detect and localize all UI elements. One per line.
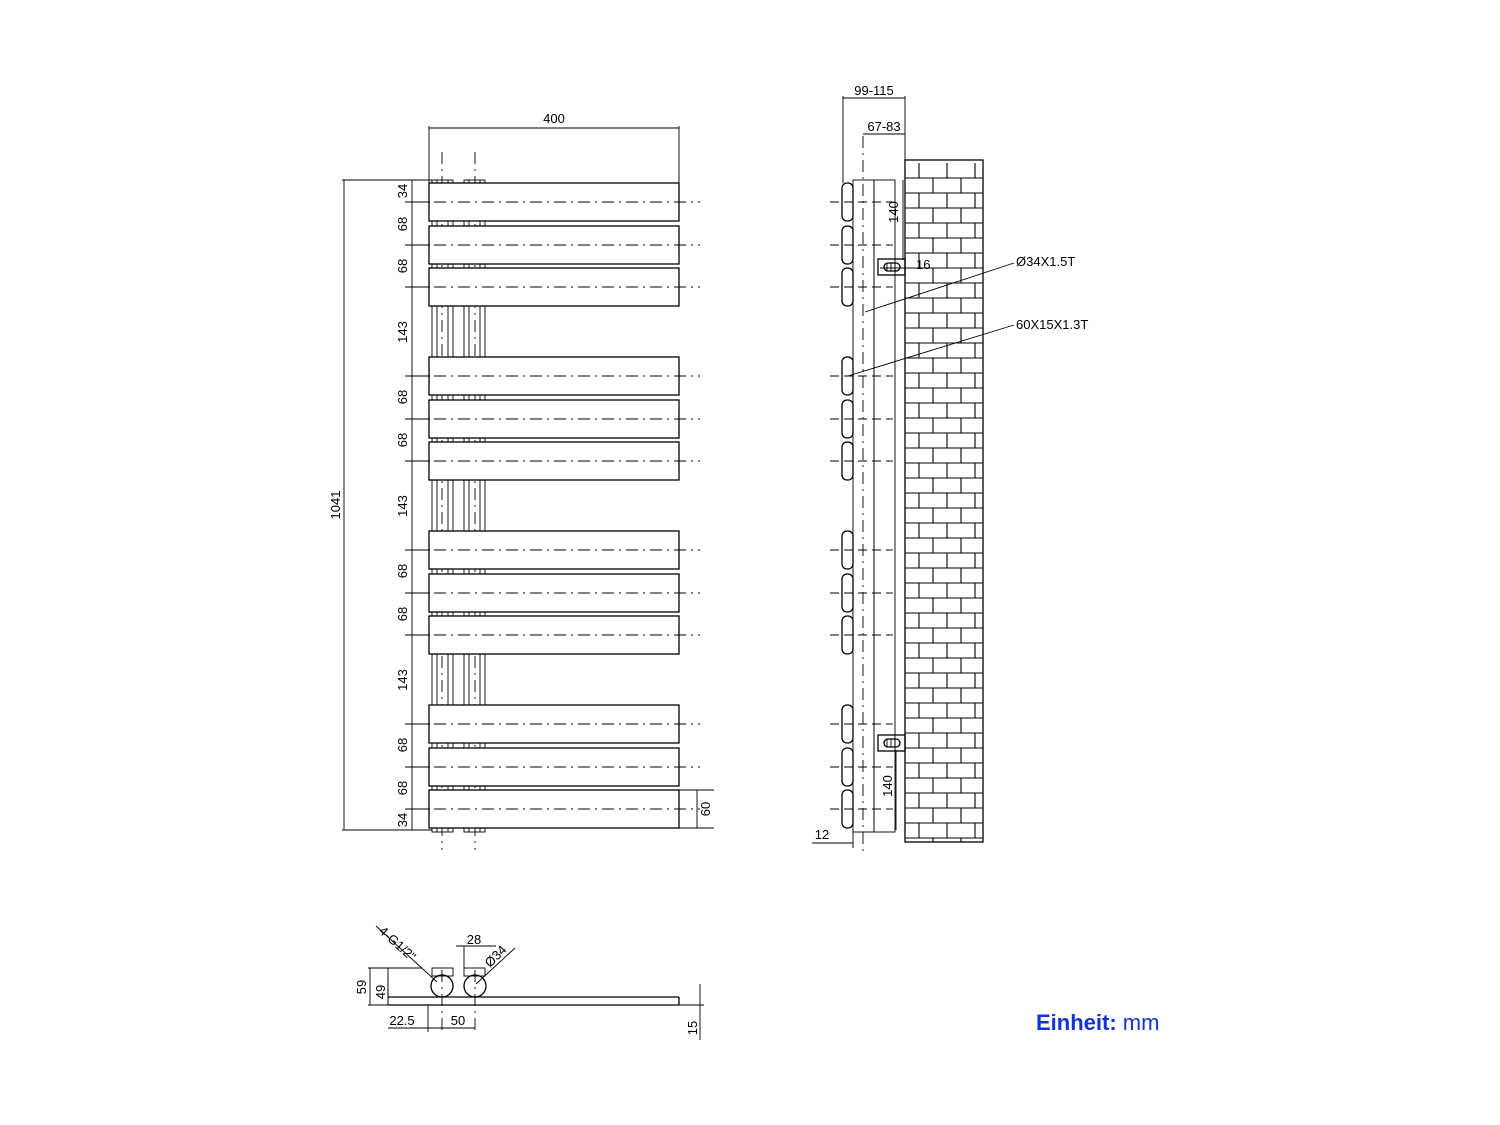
dim-spacing-bar: 68 [395,738,410,752]
dim-spacing-bar: 68 [395,390,410,404]
dim-spacing-gap: 143 [395,669,410,691]
brick-wall [904,159,984,843]
dim-top-28: 28 [467,932,481,947]
dim-depth-wall: 67-83 [867,119,900,134]
dim-spacing-bar: 68 [395,607,410,621]
width-dimension: 400 [428,111,680,183]
spacing-dimensions: 34 68 68 143 68 68 143 68 68 143 68 68 3… [395,179,430,831]
dim-width: 400 [543,111,565,126]
wall-bracket-top [877,258,906,276]
dim-top-15: 15 [685,1021,700,1035]
dim-top-49: 49 [373,985,388,999]
bracket-dimensions: 140 140 16 12 [812,180,930,848]
side-pipe [852,179,875,833]
bar-spec-label: 60X15X1.3T [1016,317,1088,332]
side-bracket-plate [873,179,896,833]
dim-spacing-end-bottom: 34 [395,813,410,827]
bar-height-dimension: 60 [679,789,714,829]
dim-spacing-gap: 143 [395,495,410,517]
depth-dimensions: 99-115 67-83 [842,83,906,183]
dim-bracket-offset: 16 [916,257,930,272]
dim-spacing-gap: 143 [395,321,410,343]
front-view: 400 1041 34 68 68 [328,111,714,850]
unit-label: Einheit: mm [1036,1010,1159,1036]
side-centre-lines [830,201,893,810]
dim-spacing-bar: 68 [395,217,410,231]
side-bar-profiles [841,182,854,829]
dim-spacing-bar: 68 [395,433,410,447]
bar-centre-lines [410,201,700,810]
dim-spacing-bar: 68 [395,781,410,795]
dim-top-connections: 4-G1/2" [376,923,419,964]
dim-depth-total: 99-115 [854,83,894,98]
pipe-spec-label: Ø34X1.5T [1016,254,1075,269]
height-dimension: 1041 [328,179,432,831]
dim-spacing-end-top: 34 [395,184,410,198]
dim-bar-height: 60 [698,802,713,816]
dim-bracket-bottom: 140 [880,775,895,797]
dim-top-59: 59 [354,980,369,994]
dim-spacing-bar: 68 [395,259,410,273]
dim-bracket-top: 140 [886,201,901,223]
dim-top-50: 50 [451,1013,465,1028]
radiator-bars [428,182,680,829]
top-view: 59 49 22.5 50 28 Ø34 4-G1/2" 15 [354,923,704,1040]
wall-bracket-bottom [877,734,906,752]
dim-spacing-bar: 68 [395,564,410,578]
dim-top-22-5: 22.5 [389,1013,414,1028]
dim-bottom-offset: 12 [815,827,829,842]
dim-height: 1041 [328,491,343,520]
unit-label-value: mm [1122,1010,1160,1035]
spec-leaders: Ø34X1.5T 60X15X1.3T [847,254,1088,377]
unit-label-title: Einheit: [1036,1010,1117,1035]
side-view: 99-115 67-83 140 140 16 12 Ø34X1.5T 60X1… [812,83,1088,852]
